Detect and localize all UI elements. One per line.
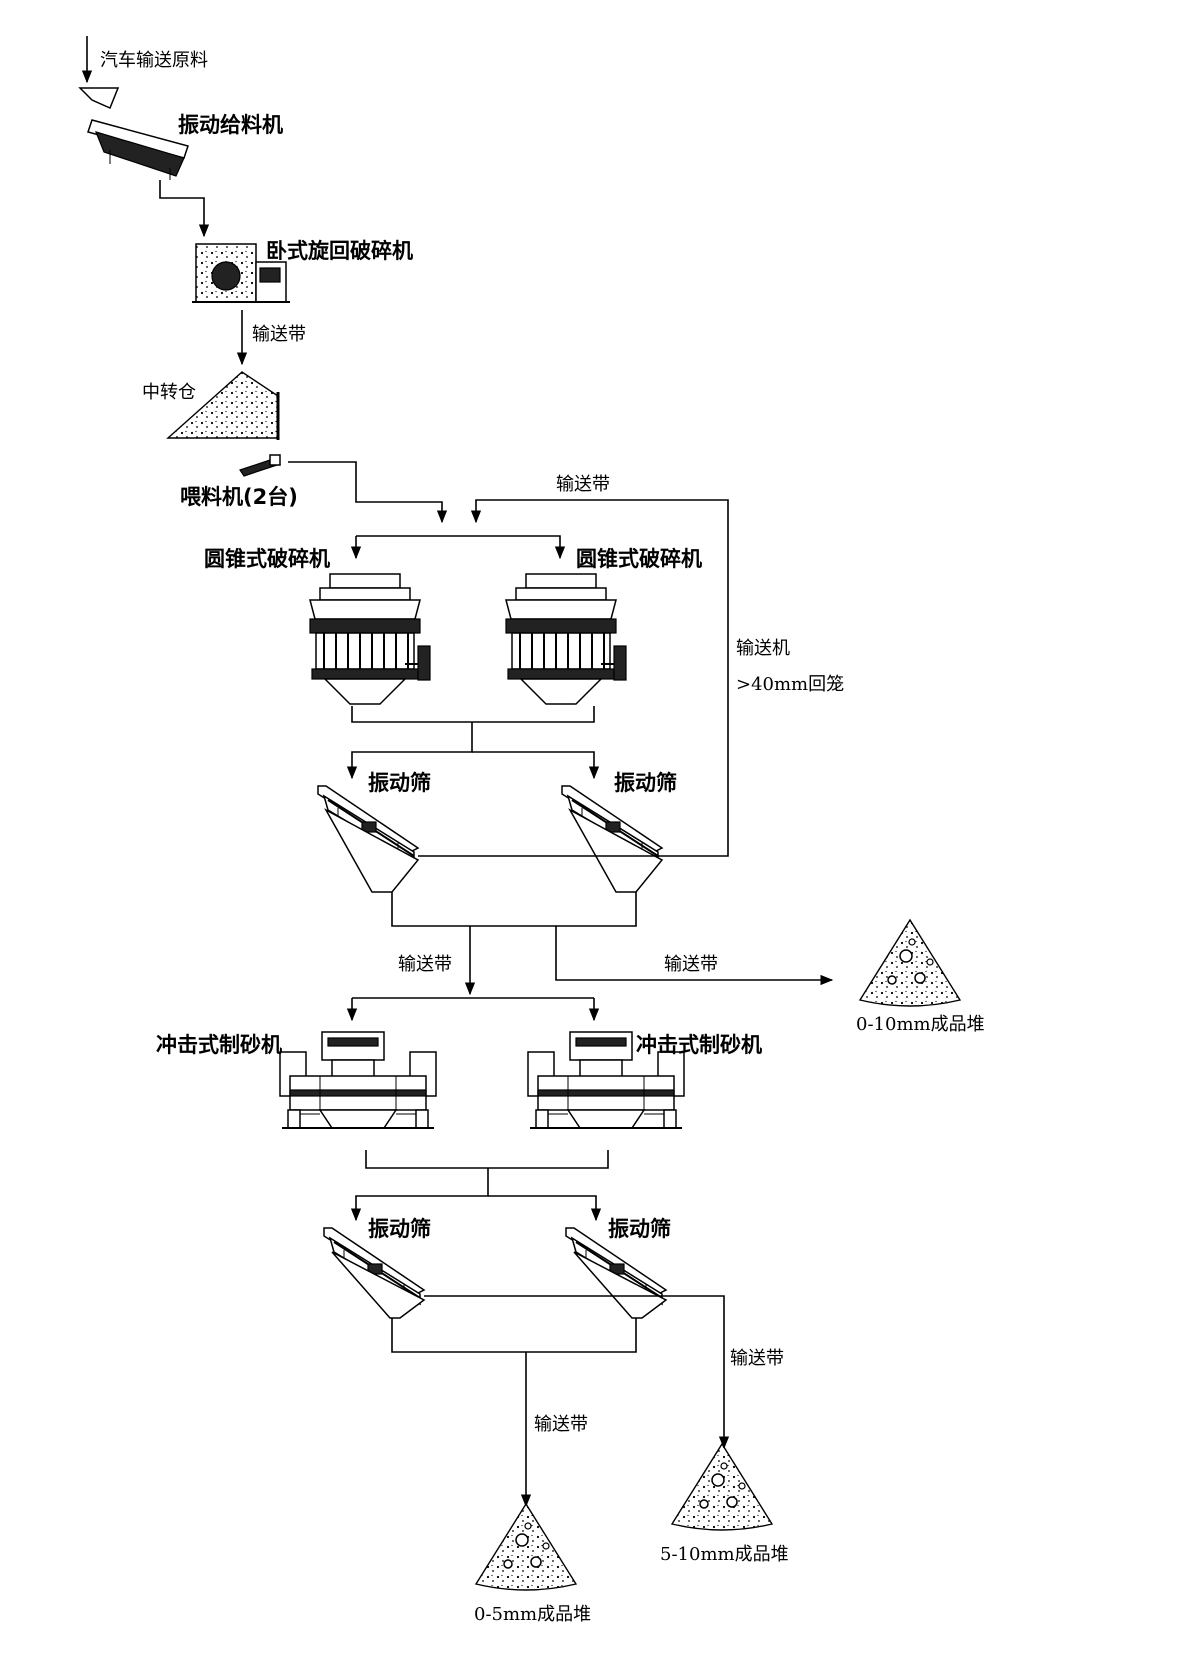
conveyor-label-3: 输送带 — [664, 954, 718, 975]
cone-crusher-left — [309, 573, 431, 705]
vibrating-feeder-label: 振动给料机 — [178, 113, 283, 137]
conveyor-label-2: 输送带 — [398, 954, 452, 975]
sand-merge-line — [365, 1150, 609, 1169]
feeder-machine — [239, 454, 281, 477]
vibrating-feeder-machine — [78, 87, 189, 180]
sand-maker-left — [279, 1031, 437, 1129]
to-product-5-10-line — [424, 1295, 730, 1450]
product-pile-0-10 — [859, 919, 961, 1007]
conveyor-machine-label: 输送机 — [736, 638, 790, 659]
vibrating-screen-label-2-left: 振动筛 — [368, 1217, 431, 1241]
to-product-0-10-line — [555, 926, 834, 986]
cone-merge-line — [351, 706, 595, 723]
vibrating-screen-label-1-right: 振动筛 — [614, 771, 677, 795]
feeder-to-crusher-line — [159, 180, 210, 238]
return-40mm-label: >40mm回笼 — [736, 674, 844, 695]
cone-to-screen-left — [346, 722, 473, 780]
sand-to-screen-left — [350, 1168, 489, 1222]
screen-hopper-2-left — [331, 1251, 426, 1319]
conveyor-label-4: 输送带 — [730, 1348, 784, 1369]
conveyor-label-1: 输送带 — [252, 324, 306, 345]
screen-merge-line-1 — [391, 892, 637, 927]
screen-merge-line-2 — [391, 1318, 637, 1353]
sand-maker-label-right: 冲击式制砂机 — [636, 1033, 762, 1057]
cone-to-screen-right — [472, 751, 600, 780]
sand-to-screen-right — [488, 1195, 602, 1222]
return-loop-line — [470, 499, 729, 857]
product-0-10-label: 0-10mm成品堆 — [856, 1014, 985, 1035]
feeder-label: 喂料机(2台) — [180, 485, 298, 509]
transfer-bin-label: 中转仓 — [142, 382, 196, 403]
cone-crusher-right — [505, 573, 627, 705]
feeder-to-cone-line — [288, 461, 448, 524]
product-0-5-label: 0-5mm成品堆 — [474, 1604, 591, 1625]
conveyor-label-5: 输送带 — [534, 1414, 588, 1435]
conveyor-label-return: 输送带 — [556, 474, 610, 495]
vibrating-screen-label-2-right: 振动筛 — [608, 1217, 671, 1241]
truck-feed-label: 汽车输送原料 — [100, 50, 208, 71]
sand-maker-label-left: 冲击式制砂机 — [156, 1033, 282, 1057]
cone-crusher-label-right: 圆锥式破碎机 — [576, 547, 702, 571]
product-5-10-label: 5-10mm成品堆 — [660, 1544, 789, 1565]
product-pile-5-10 — [671, 1443, 773, 1531]
gyratory-crusher-machine — [192, 243, 290, 303]
gyratory-crusher-label: 卧式旋回破碎机 — [266, 239, 413, 263]
split-line-cone-right — [356, 535, 566, 560]
vibrating-screen-label-1-left: 振动筛 — [368, 771, 431, 795]
transfer-bin-pile — [166, 371, 280, 440]
product-pile-0-5 — [475, 1503, 577, 1591]
cone-crusher-label-left: 圆锥式破碎机 — [204, 547, 330, 571]
